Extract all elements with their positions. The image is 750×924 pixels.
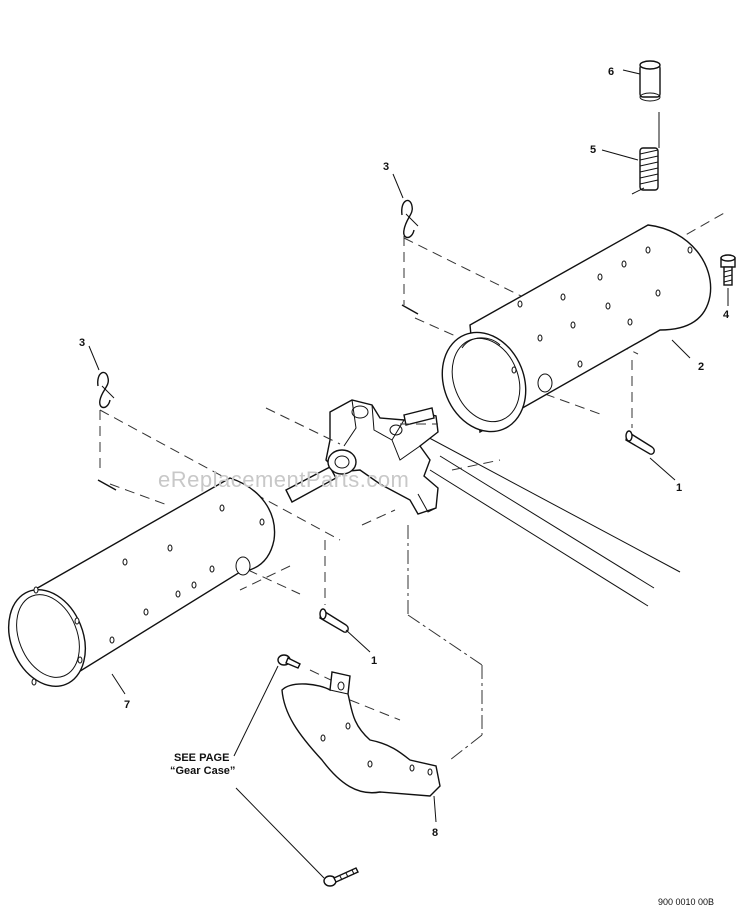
transmission-assembly: [285, 399, 439, 515]
shield-bracket-part-8: [281, 671, 441, 797]
callout-1-upper: 1: [676, 482, 682, 494]
pin-lower: [319, 608, 349, 633]
tine-tube-left-holes: [31, 504, 265, 686]
callout-labels: 6 5 3 4 2 3 1 1 7 8: [79, 66, 730, 839]
callout-6: 6: [608, 66, 614, 78]
bolt-part-4: [720, 254, 736, 286]
watermark: eReplacementParts.com: [158, 467, 409, 492]
callout-5: 5: [590, 144, 596, 156]
gear-case-bolt-upper: [277, 654, 301, 669]
gear-case-bolt-lower: [323, 867, 359, 887]
drawing-number: 900 0010 00B: [658, 897, 714, 907]
hitch-pin-clip-lower: [97, 371, 117, 491]
callout-3-lower: 3: [79, 337, 85, 349]
hitch-pin-clip-upper: [401, 199, 419, 315]
callout-3-upper: 3: [383, 161, 389, 173]
tine-tube-right-holes: [511, 246, 693, 393]
spring-part-5: [631, 112, 660, 195]
callout-1-lower: 1: [371, 655, 377, 667]
tine-tube-left: [8, 477, 276, 688]
leader-lines: [88, 69, 729, 879]
reference-note-line2: “Gear Case”: [170, 765, 235, 777]
callout-7: 7: [124, 699, 130, 711]
callout-2: 2: [698, 361, 704, 373]
callout-8: 8: [432, 827, 438, 839]
pin-upper: [625, 430, 655, 455]
reference-note-line1: SEE PAGE: [174, 752, 229, 764]
callout-4: 4: [723, 309, 730, 321]
tine-tube-right: [441, 224, 712, 434]
gear-case-reference-note: SEE PAGE “Gear Case”: [170, 752, 235, 777]
axle-shaft: [404, 424, 681, 607]
sleeve-part-6: [639, 60, 661, 102]
